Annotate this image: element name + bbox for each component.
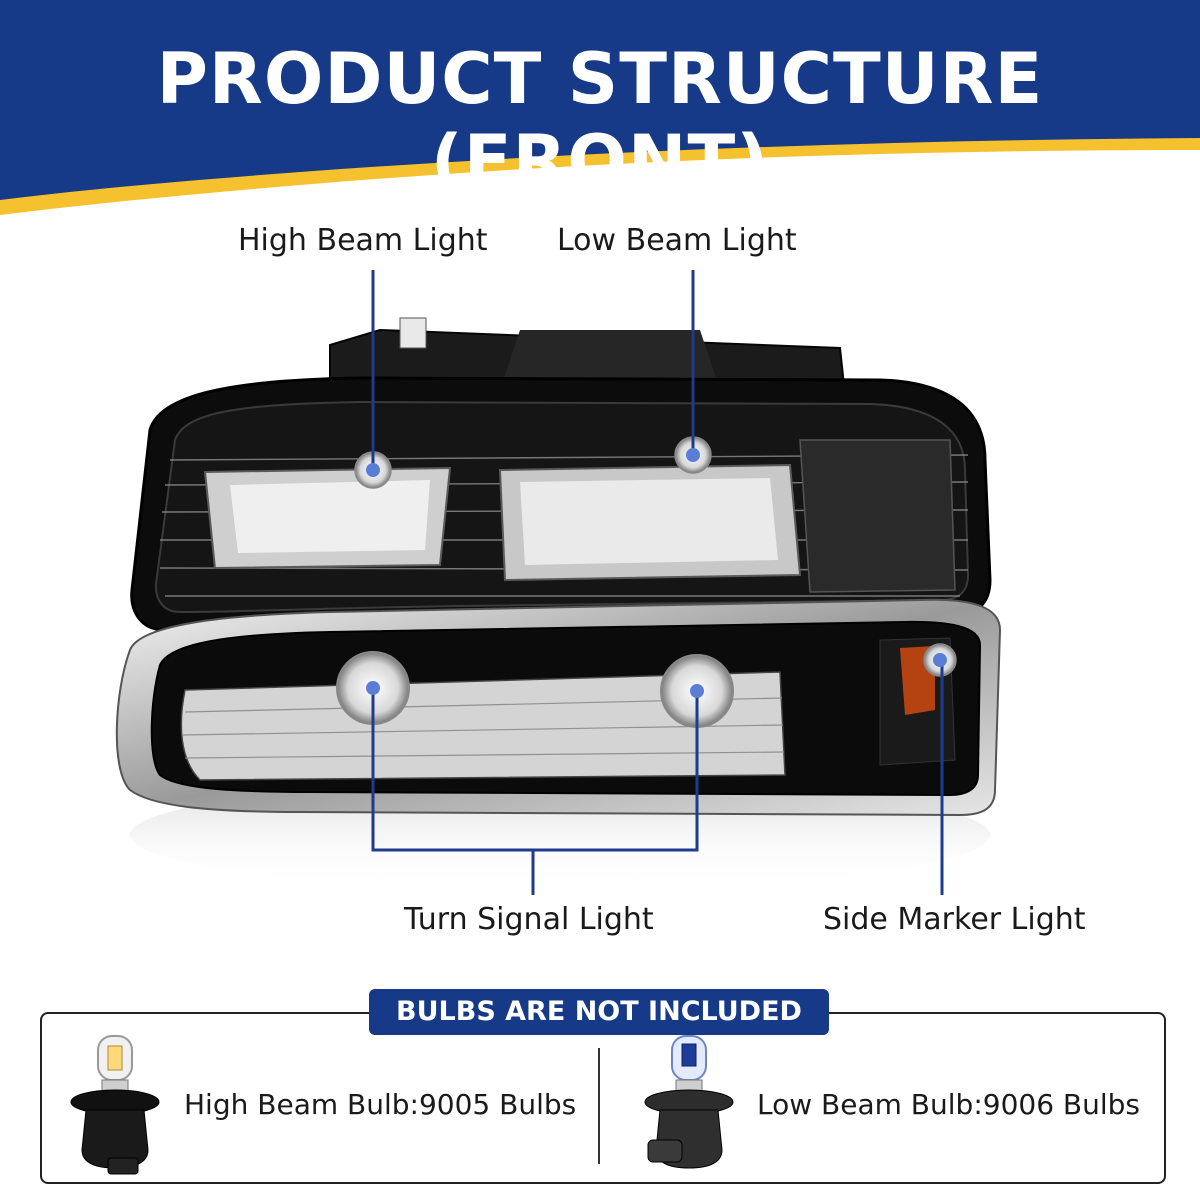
header-background [0,0,1200,215]
bumper-lamp-housing [115,598,1002,817]
callout-dots [366,448,947,698]
high-beam-dot [366,463,380,477]
bulb-divider [598,1048,600,1164]
halogen-bulb-9006-icon [644,1035,734,1169]
side-marker-dot [933,653,947,667]
turn-signal-dot-left [366,681,380,695]
turn-signal-dot-right [690,684,704,698]
high-beam-label: High Beam Light [238,223,488,258]
callout-lines [371,270,944,895]
headlight-housing [130,376,992,632]
side-marker-label: Side Marker Light [823,902,1086,937]
low-beam-dot [686,448,700,462]
headlight-illustration [115,270,1002,895]
bulbs-not-included-banner: BULBS ARE NOT INCLUDED [369,989,829,1035]
page-title: PRODUCT STRUCTURE (FRONT) [156,38,1044,202]
low-beam-bulb-label: Low Beam Bulb:9006 Bulbs [757,1088,1141,1121]
turn-signal-label: Turn Signal Light [404,902,654,937]
header-banner: PRODUCT STRUCTURE (FRONT) [0,0,1200,240]
high-beam-bulb-label: High Beam Bulb:9005 Bulbs [184,1088,577,1121]
halogen-bulb-9005-icon [70,1035,160,1175]
low-beam-label: Low Beam Light [557,223,797,258]
